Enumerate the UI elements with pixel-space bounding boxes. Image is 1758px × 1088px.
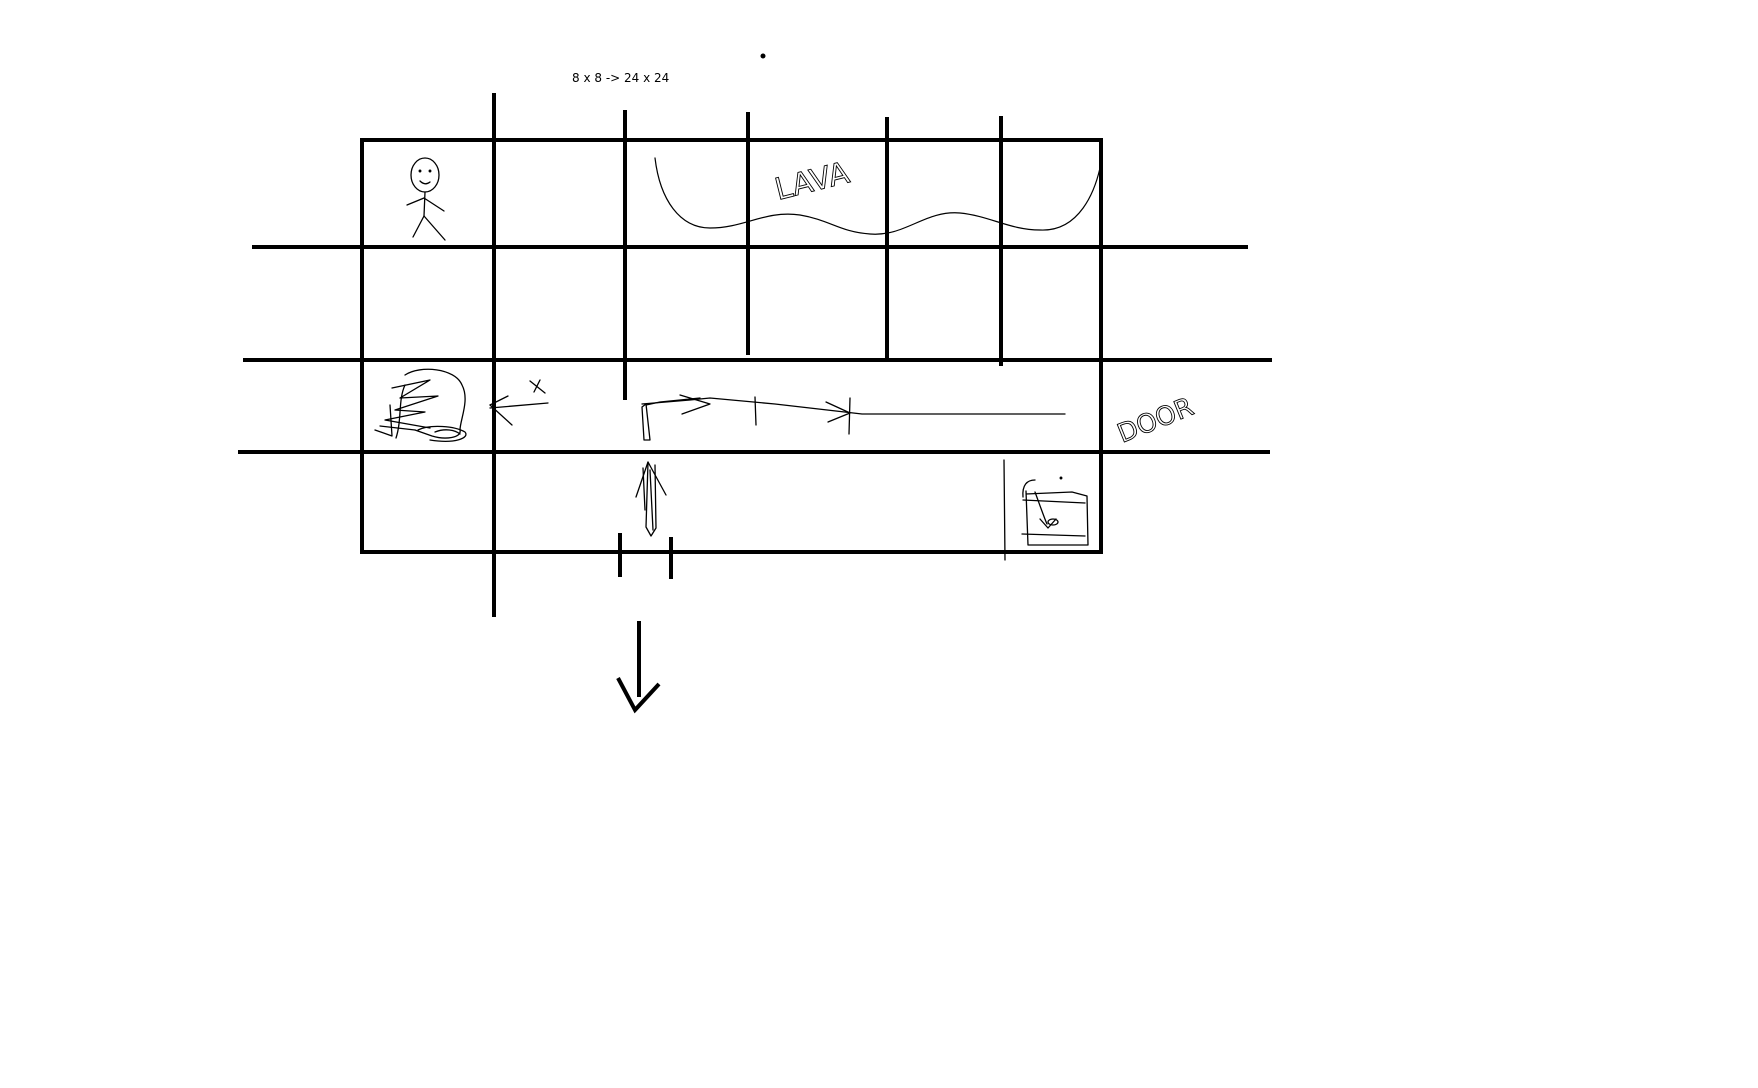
monster-icon <box>374 368 467 442</box>
down-arrow-icon <box>616 621 661 714</box>
stick-figure-icon <box>406 157 446 241</box>
treasure-chest-icon <box>1003 459 1089 561</box>
lava-outline <box>654 157 1101 235</box>
board-outline <box>360 138 1103 554</box>
blocked-path-marker <box>489 379 549 426</box>
grid-size-caption: 8 x 8 -> 24 x 24 <box>572 71 669 85</box>
stray-dot <box>760 53 766 59</box>
movement-path <box>641 394 1066 441</box>
lava-label: LAVA <box>771 156 853 208</box>
door-label: DOOR <box>1113 392 1198 449</box>
sword-icon <box>635 461 667 537</box>
